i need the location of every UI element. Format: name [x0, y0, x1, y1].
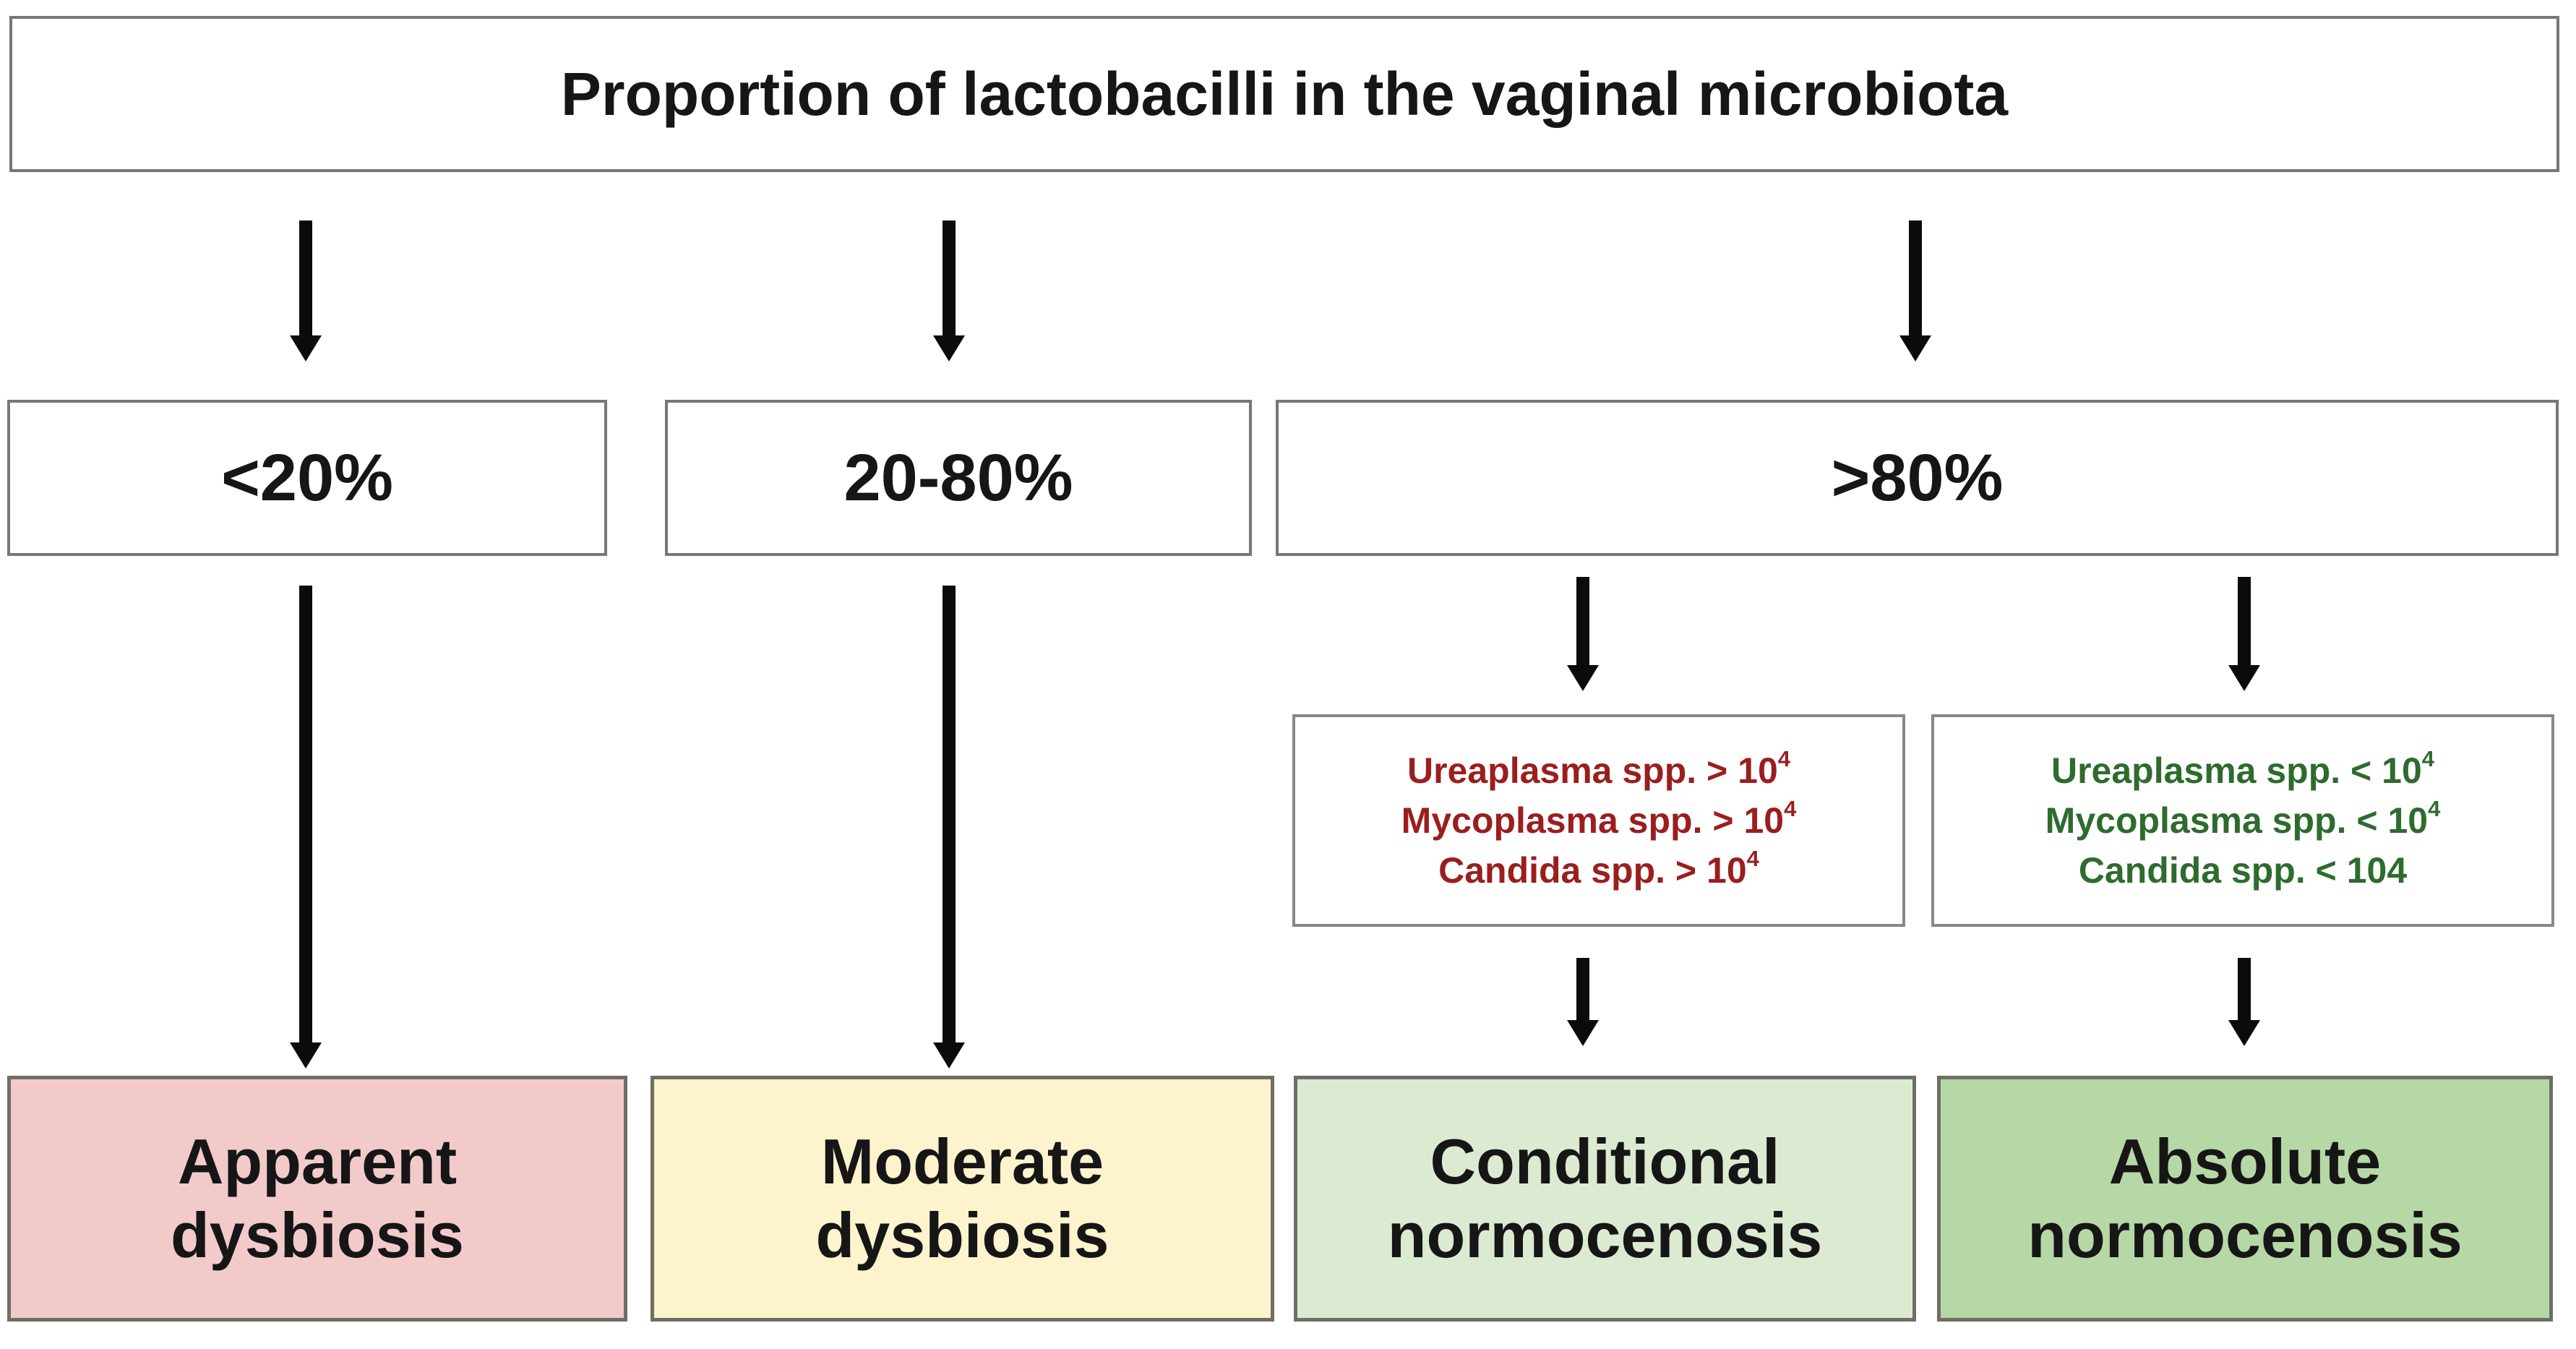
- outcome-box-absolute-normocenosis: Absolute normocenosis: [1937, 1076, 2553, 1322]
- criteria-exponent: 4: [1746, 846, 1759, 872]
- outcome-box-conditional-normocenosis: Conditional normocenosis: [1294, 1076, 1916, 1322]
- criteria-text: Candida spp. > 10: [1438, 849, 1747, 891]
- criteria-text: Ureaplasma spp. < 10: [2051, 750, 2422, 791]
- arrow-stem: [2238, 577, 2251, 665]
- outcome-label: Moderate dysbiosis: [815, 1125, 1109, 1271]
- criteria-exponent: 4: [1784, 796, 1797, 822]
- criteria-exponent: 4: [2421, 746, 2435, 772]
- criteria-box-low-titer: Ureaplasma spp. < 104 Mycoplasma spp. < …: [1931, 714, 2554, 927]
- criteria-line: Mycoplasma spp. < 104: [2045, 796, 2441, 846]
- criteria-line: Mycoplasma spp. > 104: [1401, 796, 1797, 846]
- arrow-stem: [1576, 577, 1589, 665]
- title-box: Proportion of lactobacilli in the vagina…: [9, 16, 2559, 172]
- arrow-stem: [1909, 220, 1922, 335]
- outcome-label: Absolute normocenosis: [2027, 1125, 2463, 1271]
- outcome-box-apparent-dysbiosis: Apparent dysbiosis: [7, 1076, 627, 1322]
- arrow-head-icon: [1567, 1020, 1599, 1046]
- outcome-label: Conditional normocenosis: [1387, 1125, 1823, 1271]
- proportion-label: 20-80%: [843, 440, 1073, 515]
- arrow-head-icon: [290, 1042, 322, 1069]
- arrow-head-icon: [290, 335, 322, 361]
- criteria-text: Mycoplasma spp. < 10: [2045, 800, 2429, 841]
- criteria-box-high-titer: Ureaplasma spp. > 104 Mycoplasma spp. > …: [1292, 714, 1905, 927]
- proportion-box-lt20: <20%: [7, 400, 607, 556]
- arrow-head-icon: [2228, 665, 2260, 691]
- arrow-20-80-to-moderate-dysbiosis: [933, 586, 965, 1069]
- criteria-text: Ureaplasma spp. > 10: [1407, 750, 1778, 791]
- proportion-box-20-80: 20-80%: [665, 400, 1252, 556]
- criteria-line: Ureaplasma spp. > 104: [1407, 746, 1790, 796]
- arrow-gt80-to-low-titer: [2228, 577, 2260, 691]
- criteria-text: Candida spp. < 104: [2078, 849, 2408, 891]
- criteria-exponent: 4: [1777, 746, 1791, 772]
- criteria-line: Candida spp. < 104: [2079, 846, 2407, 896]
- arrow-head-icon: [933, 1042, 965, 1069]
- criteria-line: Candida spp. > 104: [1438, 846, 1759, 896]
- criteria-line: Ureaplasma spp. < 104: [2051, 746, 2434, 796]
- arrow-stem: [943, 220, 956, 335]
- arrow-title-to-lt20: [290, 220, 322, 361]
- criteria-text: Mycoplasma spp. > 10: [1401, 800, 1785, 841]
- arrow-stem: [299, 220, 312, 335]
- arrow-head-icon: [1899, 335, 1931, 361]
- arrow-head-icon: [2228, 1020, 2260, 1046]
- arrow-head-icon: [933, 335, 965, 361]
- arrow-stem: [2238, 958, 2251, 1020]
- criteria-exponent: 4: [2428, 796, 2441, 822]
- outcome-label: Apparent dysbiosis: [171, 1125, 464, 1271]
- arrow-stem: [943, 586, 956, 1042]
- proportion-label: <20%: [221, 440, 393, 515]
- proportion-box-gt80: >80%: [1276, 400, 2559, 556]
- arrow-title-to-gt80: [1899, 220, 1931, 361]
- arrow-low-titer-to-absolute: [2228, 958, 2260, 1046]
- arrow-stem: [299, 586, 312, 1042]
- arrow-gt80-to-high-titer: [1567, 577, 1599, 691]
- arrow-head-icon: [1567, 665, 1599, 691]
- diagram-title: Proportion of lactobacilli in the vagina…: [560, 59, 2009, 128]
- arrow-title-to-20-80: [933, 220, 965, 361]
- arrow-stem: [1576, 958, 1589, 1020]
- arrow-lt20-to-apparent-dysbiosis: [290, 586, 322, 1069]
- proportion-label: >80%: [1831, 440, 2004, 515]
- outcome-box-moderate-dysbiosis: Moderate dysbiosis: [651, 1076, 1274, 1322]
- arrow-high-titer-to-conditional: [1567, 958, 1599, 1046]
